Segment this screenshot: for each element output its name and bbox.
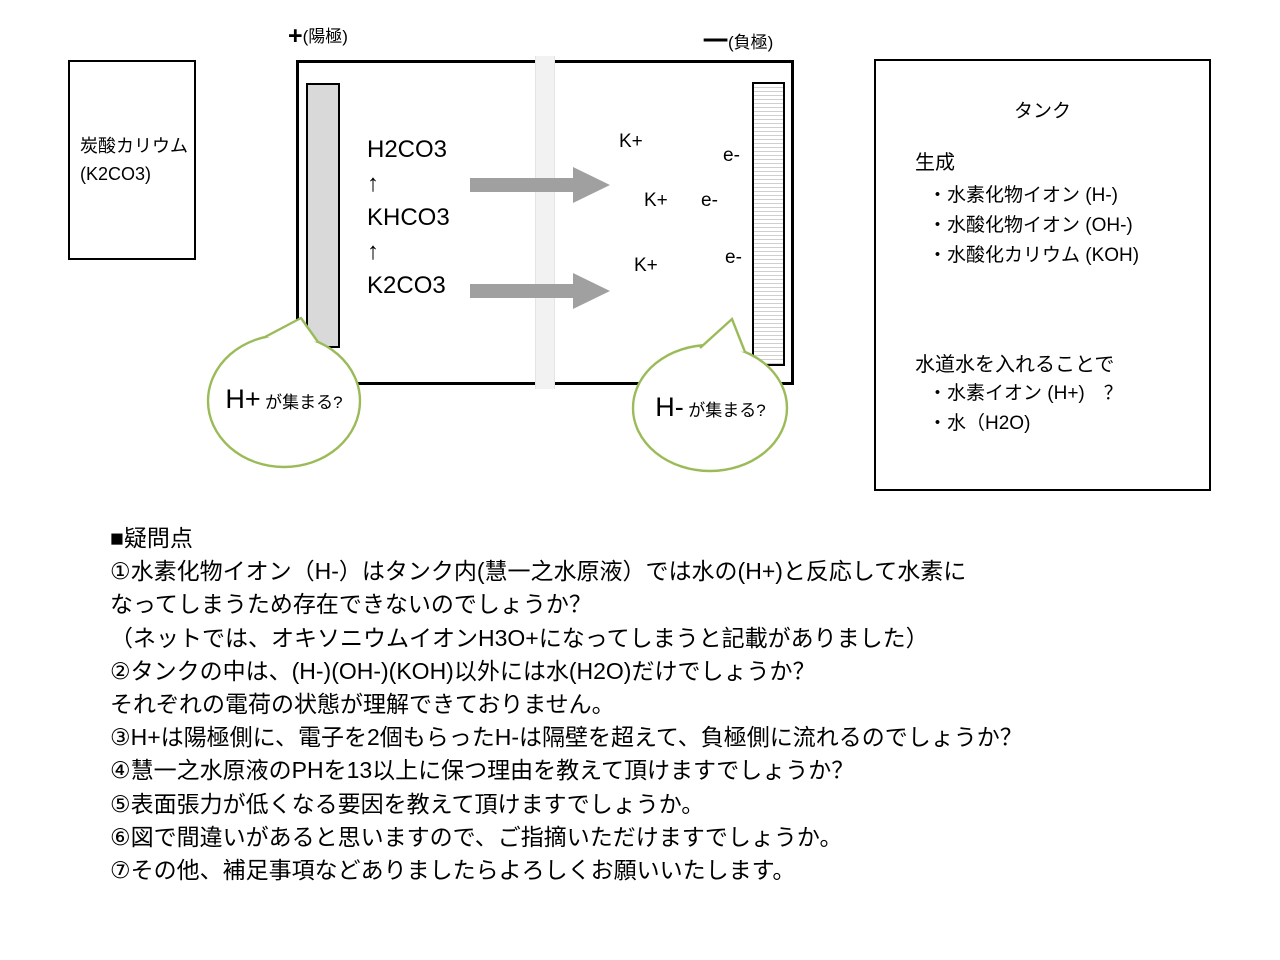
right-bubble-caption: が集まる? (688, 401, 766, 420)
question-line: （ネットでは、オキソニウムイオンH3O+になってしまうと記載がありました） (110, 624, 929, 651)
question-line: なってしまうため存在できないのでしょうか？ (110, 591, 592, 618)
electrolyte-source-box: 炭酸カリウム (K2CO3) (68, 60, 196, 260)
electron-label: e- (725, 247, 742, 268)
k-ion-label: K+ (634, 255, 658, 276)
tank-box (874, 59, 1211, 491)
tank-generated-heading: 生成 (915, 152, 955, 174)
anode-label-text: (陽極) (302, 27, 348, 46)
right-bubble-ion: H- (655, 392, 684, 422)
tank-title: タンク (1013, 101, 1071, 122)
electrolyte-name: 炭酸カリウム (80, 136, 188, 156)
cathode-label-text: (負極) (728, 33, 774, 52)
question-line: それぞれの電荷の状態が理解できておりません。 (110, 691, 615, 718)
cathode-electrode (752, 82, 785, 366)
questions-block: ■疑問点 ①水素化物イオン（H-）はタンク内(慧一之水原液）では水の(H+)と反… (110, 522, 1023, 887)
up-arrow-icon: ↑ (367, 170, 379, 197)
right-arrow-icon (470, 273, 610, 309)
plus-sign: + (288, 22, 303, 50)
bubble-tail (699, 316, 747, 353)
tank-tapwater-heading: 水道水を入れることで (915, 354, 1115, 376)
tank-generated-item: ・水酸化カリウム (KOH) (928, 245, 1140, 266)
up-arrow-icon: ↑ (367, 238, 379, 265)
k-ion-label: K+ (619, 131, 643, 152)
left-bubble-caption: が集まる? (265, 393, 343, 412)
question-line: ⑥図で間違いがあると思いますので、ご指摘いただけますでしょうか。 (110, 823, 843, 850)
flow-arrow-top (470, 167, 610, 203)
cathode-label: 一(負極) (703, 22, 773, 58)
bubble-tail (264, 316, 319, 343)
electron-label: e- (701, 190, 718, 211)
minus-sign: 一 (703, 28, 729, 56)
tank-tapwater-item: ・水素イオン (H+) ？ (928, 383, 1123, 404)
electrolyte-formula: (K2CO3) (80, 164, 152, 184)
left-bubble-ion: H+ (225, 384, 261, 414)
questions-heading: ■疑問点 (110, 525, 193, 551)
anode-label: +(陽極) (288, 22, 348, 51)
question-line: ④慧一之水原液のPHを13以上に保つ理由を教えて頂けますでしょうか？ (110, 757, 855, 784)
tank-generated-item: ・水酸化物イオン (OH-) (928, 215, 1133, 236)
left-bubble-text: H+ が集まる? (208, 384, 360, 415)
tank-generated-item: ・水素化物イオン (H-) (928, 185, 1118, 206)
tank-tapwater-item: ・水（H2O) (928, 413, 1031, 434)
question-line: ②タンクの中は、(H-)(OH-)(KOH)以外には水(H2O)だけでしょうか？ (110, 657, 816, 684)
reaction-line: KHCO3 (367, 204, 450, 231)
question-line: ⑦その他、補足事項などありましたらよろしくお願いいたします。 (110, 857, 796, 884)
right-bubble-text: H- が集まる? (633, 392, 788, 423)
membrane-separator (535, 56, 555, 389)
right-arrow-icon (470, 167, 610, 203)
question-line: ③H+は陽極側に、電子を2個もらったH-は隔壁を超えて、負極側に流れるのでしょう… (110, 724, 1023, 751)
right-speech-bubble (631, 316, 789, 473)
flow-arrow-bottom (470, 273, 610, 309)
anode-electrode (306, 83, 340, 348)
tank-generated-list: ・水素化物イオン (H-) ・水酸化物イオン (OH-) ・水酸化カリウム (K… (928, 181, 1139, 271)
question-line: ①水素化物イオン（H-）はタンク内(慧一之水原液）では水の(H+)と反応して水素… (110, 558, 967, 585)
question-line: ⑤表面張力が低くなる要因を教えて頂けますでしょうか。 (110, 790, 705, 817)
reaction-line: K2CO3 (367, 272, 446, 299)
reaction-stack: H2CO3 ↑ KHCO3 ↑ K2CO3 (367, 133, 450, 303)
left-speech-bubble (206, 316, 362, 469)
reaction-line: H2CO3 (367, 136, 448, 163)
tank-tapwater-list: ・水素イオン (H+) ？ ・水（H2O) (928, 379, 1123, 439)
electron-label: e- (723, 145, 740, 166)
k-ion-label: K+ (644, 190, 668, 211)
